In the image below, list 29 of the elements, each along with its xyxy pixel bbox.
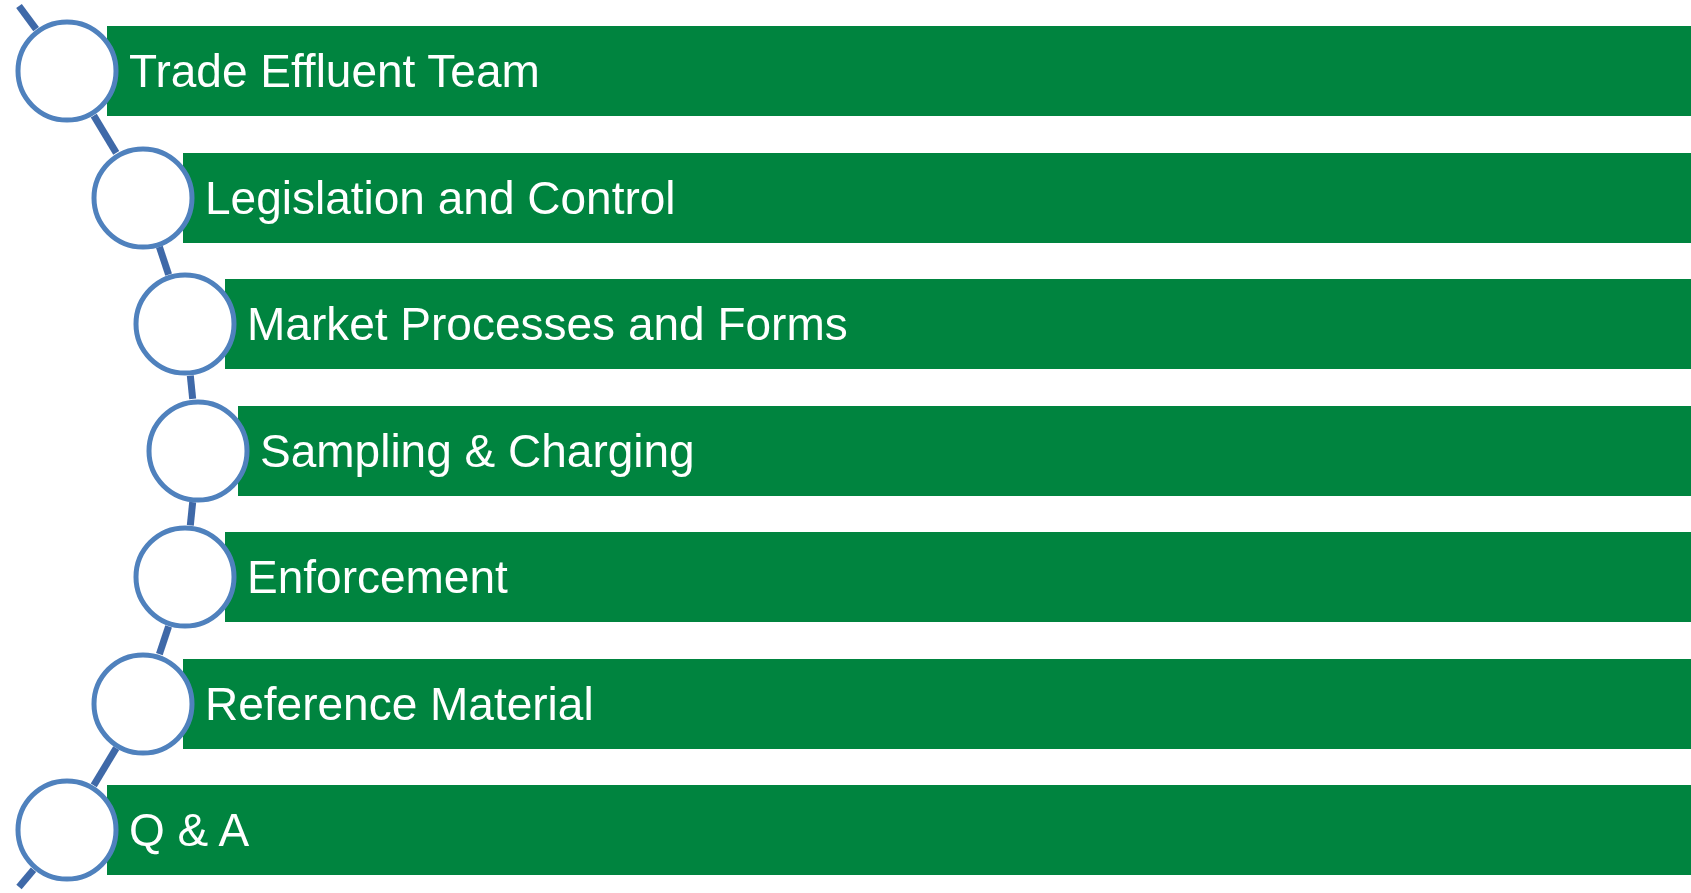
list-bar — [225, 279, 1691, 369]
bar-label: Reference Material — [205, 676, 594, 731]
circle-marker — [146, 398, 250, 503]
bar-label: Trade Effluent Team — [129, 44, 540, 98]
circle-marker — [133, 525, 237, 629]
circle-marker — [91, 145, 195, 250]
bar-label: Enforcement — [247, 550, 508, 604]
connector-line — [90, 746, 120, 788]
bar-label: Legislation and Control — [205, 170, 676, 225]
list-bar — [225, 532, 1691, 622]
list-bar — [238, 405, 1691, 496]
bar-label: Q & A — [129, 803, 250, 857]
circle-marker — [15, 19, 119, 123]
connector-line — [90, 113, 120, 155]
circle-marker — [15, 778, 119, 882]
connector-line — [156, 625, 172, 656]
bar-label: Market Processes and Forms — [247, 297, 848, 351]
bar-label: Sampling & Charging — [260, 423, 695, 478]
circle-marker — [91, 651, 195, 756]
list-bar — [107, 26, 1691, 116]
list-bar — [183, 658, 1691, 749]
connector-line — [186, 375, 197, 400]
list-bar — [183, 152, 1691, 243]
list-bar — [107, 785, 1691, 875]
connector-line — [186, 501, 197, 526]
connector-line — [156, 245, 172, 276]
connector-line — [16, 3, 39, 32]
connector-line — [16, 867, 37, 890]
circle-marker — [133, 272, 237, 376]
